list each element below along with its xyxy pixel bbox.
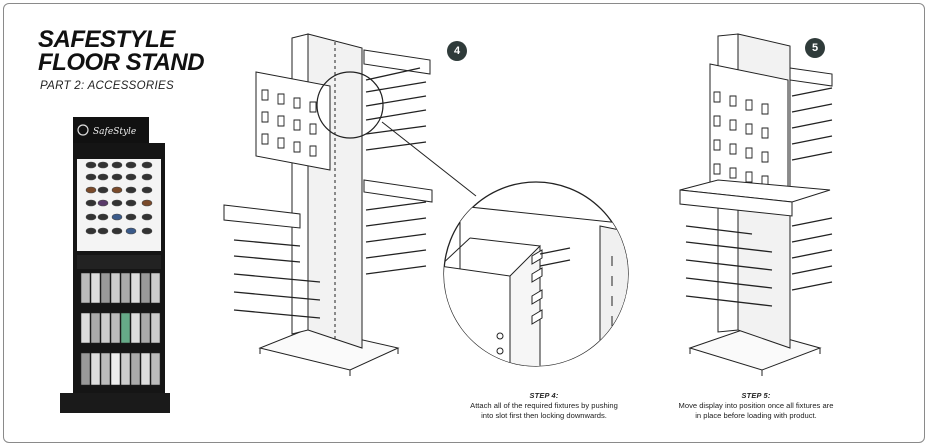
step-5-text-line-1: Move display into position once all fixt… [678, 401, 834, 410]
product-photo: SafeStyle [60, 117, 170, 413]
page-subtitle: PART 2: ACCESSORIES [40, 80, 174, 92]
step-badge-icon: 5 [805, 38, 825, 58]
step-4-text-line-2: into slot first then locking downwards. [481, 411, 607, 420]
step-5-stand-drawing [679, 33, 833, 376]
stand-header [73, 117, 149, 143]
packaged-products [80, 272, 161, 386]
sunglasses-rows [85, 161, 153, 235]
stand-base [60, 393, 170, 413]
title-line-2: FLOOR STAND [38, 49, 205, 76]
page-title: SAFESTYLE FLOOR STAND [38, 26, 228, 76]
step-4-stand-drawing [223, 33, 433, 376]
mid-shelf [77, 255, 161, 269]
brand-shield-icon [77, 124, 89, 136]
title-line-1: SAFESTYLE [38, 26, 175, 53]
step-4-text-line-1: Attach all of the required fixtures by p… [470, 401, 618, 410]
step-4-detail-view [443, 181, 629, 367]
step-badge-icon: 4 [447, 41, 467, 61]
step-5-text-line-2: in place before loading with product. [695, 411, 817, 420]
step-5-heading: STEP 5: [741, 391, 771, 400]
step-4-caption: STEP 4: Attach all of the required fixtu… [429, 391, 659, 421]
step-4-heading: STEP 4: [529, 391, 559, 400]
brand-logo-text: SafeStyle [93, 127, 136, 137]
zoom-callout-icon [316, 71, 384, 139]
step-5-caption: STEP 5: Move display into position once … [641, 391, 871, 421]
